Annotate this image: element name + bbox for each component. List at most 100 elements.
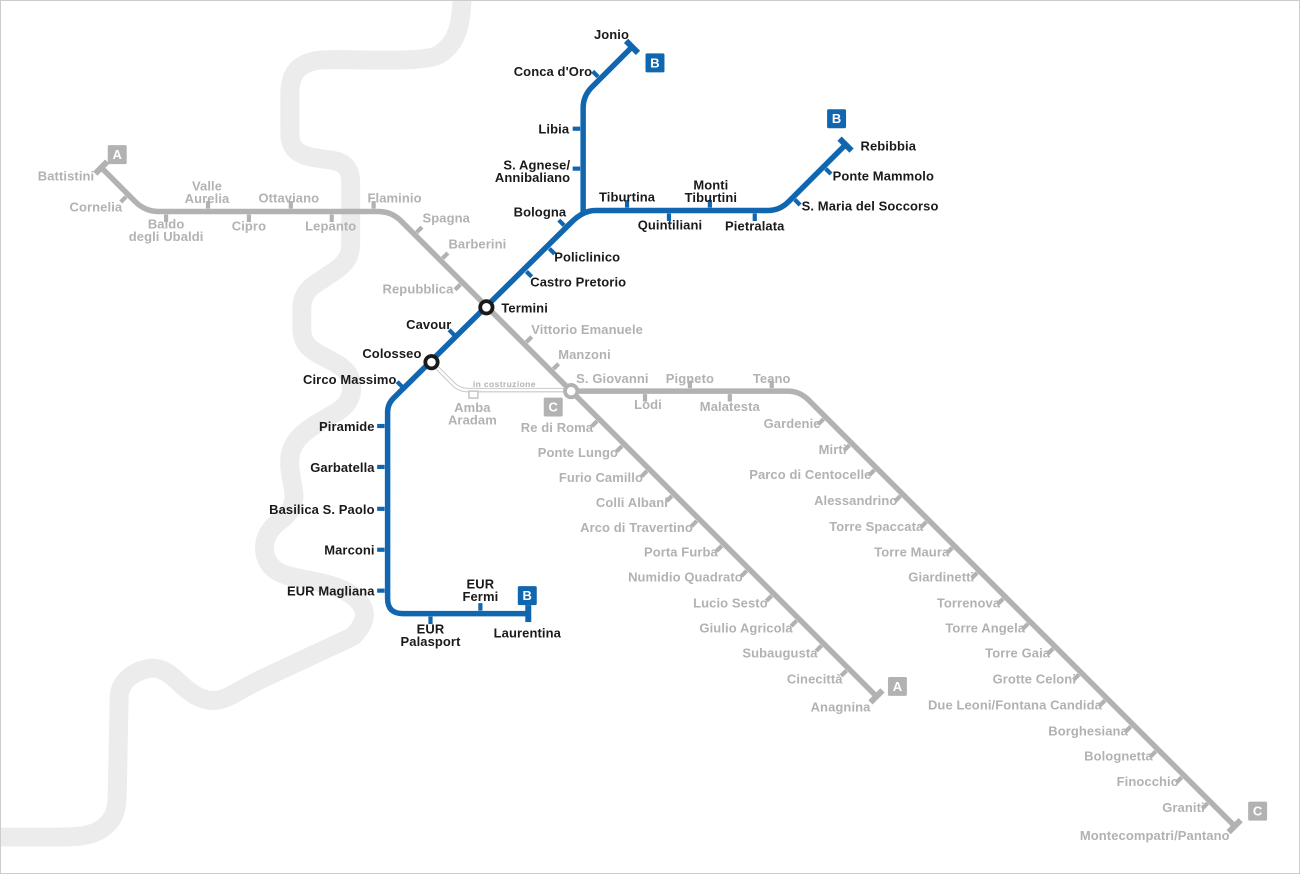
station-label-teano: Teano bbox=[753, 371, 791, 386]
station-colli-albani bbox=[665, 494, 674, 503]
station-label-piramide: Piramide bbox=[319, 419, 375, 434]
station-label-parco-di-centocelle: Parco di Centocelle bbox=[749, 467, 871, 482]
station-jonio bbox=[623, 38, 641, 56]
station-spagna bbox=[415, 225, 424, 234]
station-label-torre-gaia: Torre Gaia bbox=[985, 645, 1051, 660]
station-label-bologna: Bologna bbox=[514, 205, 567, 220]
station-label-eur-magliana: EUR Magliana bbox=[287, 584, 375, 599]
station-re-di-roma bbox=[590, 419, 599, 428]
line-a-badge-letter-1: A bbox=[893, 679, 903, 694]
station-furio-camillo bbox=[640, 469, 649, 478]
station-vittorio-emanuele bbox=[524, 335, 534, 344]
station-ponte-lungo bbox=[615, 444, 624, 453]
station-label-garbatella: Garbatella bbox=[310, 460, 375, 475]
station-label-alessandrino: Alessandrino bbox=[814, 493, 897, 508]
line-b-badge-4 bbox=[517, 586, 537, 606]
station-label-flaminio: Flaminio bbox=[368, 191, 422, 206]
line-a-badge-letter-0: A bbox=[112, 147, 122, 162]
station-mirti bbox=[842, 443, 851, 452]
station-numidio-quadrato bbox=[739, 569, 749, 578]
station-label-graniti: Graniti bbox=[1162, 800, 1205, 815]
station-ponte-mammolo bbox=[824, 167, 833, 176]
station-label-colosseo: Colosseo bbox=[362, 346, 421, 361]
station-label-bolognetta: Bolognetta bbox=[1084, 748, 1153, 763]
station-borghesiana bbox=[1124, 724, 1133, 734]
station-label-s-giovanni: S. Giovanni bbox=[576, 371, 648, 386]
station-policlinico bbox=[547, 247, 557, 256]
station-label-castro-pretorio: Castro Pretorio bbox=[530, 274, 626, 289]
station-label-jonio: Jonio bbox=[594, 27, 629, 42]
station-label-spagna: Spagna bbox=[423, 210, 471, 225]
station-label-barberini: Barberini bbox=[448, 236, 506, 251]
station-label-arco-di-travertino: Arco di Travertino bbox=[580, 520, 693, 535]
line-c-badge-letter-6: C bbox=[1253, 804, 1263, 819]
station-label-ottaviano: Ottaviano bbox=[258, 191, 319, 206]
station-label-due-leoni-fontana-candida: Due Leoni/Fontana Candida bbox=[928, 697, 1103, 712]
station-label-furio-camillo: Furio Camillo bbox=[559, 470, 643, 485]
station-label-re-di-roma: Re di Roma bbox=[521, 420, 594, 435]
station-label-rebibbia: Rebibbia bbox=[861, 139, 917, 154]
station-giulio-agricola bbox=[789, 619, 799, 628]
station-label-ponte-lungo: Ponte Lungo bbox=[538, 445, 618, 460]
station-label-cipro: Cipro bbox=[232, 218, 266, 233]
station-label-mirti: Mirti bbox=[819, 442, 847, 457]
station-label-repubblica: Repubblica bbox=[383, 281, 455, 296]
station-label-s-agnese-annibaliano: S. Agnese/Annibaliano bbox=[495, 158, 571, 185]
station-torrenova bbox=[996, 597, 1005, 606]
station-gardenie bbox=[816, 417, 825, 426]
station-finocchio bbox=[1174, 775, 1184, 785]
station-alessandrino bbox=[893, 494, 902, 503]
station-torre-angela bbox=[1021, 622, 1030, 631]
line-c-badge-6 bbox=[1248, 801, 1268, 821]
station-label-termini: Termini bbox=[501, 300, 548, 315]
station-barberini bbox=[441, 251, 450, 260]
station-label-torre-angela: Torre Angela bbox=[945, 621, 1025, 636]
station-montecompatri-pantano bbox=[1226, 817, 1243, 835]
line-a-path bbox=[99, 165, 879, 699]
line-c-badge-5 bbox=[543, 397, 563, 417]
station-torre-gaia bbox=[1046, 647, 1055, 656]
station-cornelia bbox=[119, 195, 128, 204]
station-amba-aradam bbox=[468, 390, 479, 399]
line-c-badge-letter-5: C bbox=[548, 400, 558, 415]
station-bologna bbox=[557, 218, 566, 227]
station-colosseo bbox=[423, 354, 440, 371]
station-label-quintiliani: Quintiliani bbox=[638, 217, 703, 232]
station-label-basilica-s-paolo: Basilica S. Paolo bbox=[269, 502, 375, 517]
station-label-torre-maura: Torre Maura bbox=[874, 545, 950, 560]
line-c-path bbox=[571, 388, 1237, 829]
station-label-cornelia: Cornelia bbox=[70, 200, 123, 215]
station-label-marconi: Marconi bbox=[324, 543, 374, 558]
station-conca-d-oro bbox=[591, 69, 600, 79]
station-label-policlinico: Policlinico bbox=[554, 249, 620, 264]
line-a-badge-0 bbox=[107, 145, 127, 165]
station-cinecitt bbox=[839, 669, 848, 678]
line-b-jonio-branch-path bbox=[580, 44, 634, 214]
station-label-subaugusta: Subaugusta bbox=[742, 645, 818, 660]
station-label-s-maria-del-soccorso: S. Maria del Soccorso bbox=[802, 199, 939, 214]
station-label-laurentina: Laurentina bbox=[494, 626, 562, 641]
station-label-lucio-sesto: Lucio Sesto bbox=[693, 596, 768, 611]
station-subaugusta bbox=[814, 644, 823, 653]
station-label-colli-albani: Colli Albani bbox=[596, 495, 668, 510]
station-label-grotte-celoni: Grotte Celoni bbox=[993, 671, 1076, 686]
station-porta-furba bbox=[714, 544, 724, 553]
station-s-maria-del-soccorso bbox=[793, 198, 802, 207]
station-parco-di-centocelle bbox=[867, 468, 876, 477]
station-label-lodi: Lodi bbox=[634, 397, 662, 412]
station-label-malatesta: Malatesta bbox=[700, 399, 761, 414]
station-label-cavour: Cavour bbox=[406, 317, 451, 332]
station-label-giulio-agricola: Giulio Agricola bbox=[699, 621, 793, 636]
station-manzoni bbox=[551, 362, 561, 371]
station-due-leoni-fontana-candida bbox=[1098, 699, 1107, 708]
station-cavour bbox=[447, 328, 456, 337]
station-s-giovanni bbox=[563, 383, 580, 400]
